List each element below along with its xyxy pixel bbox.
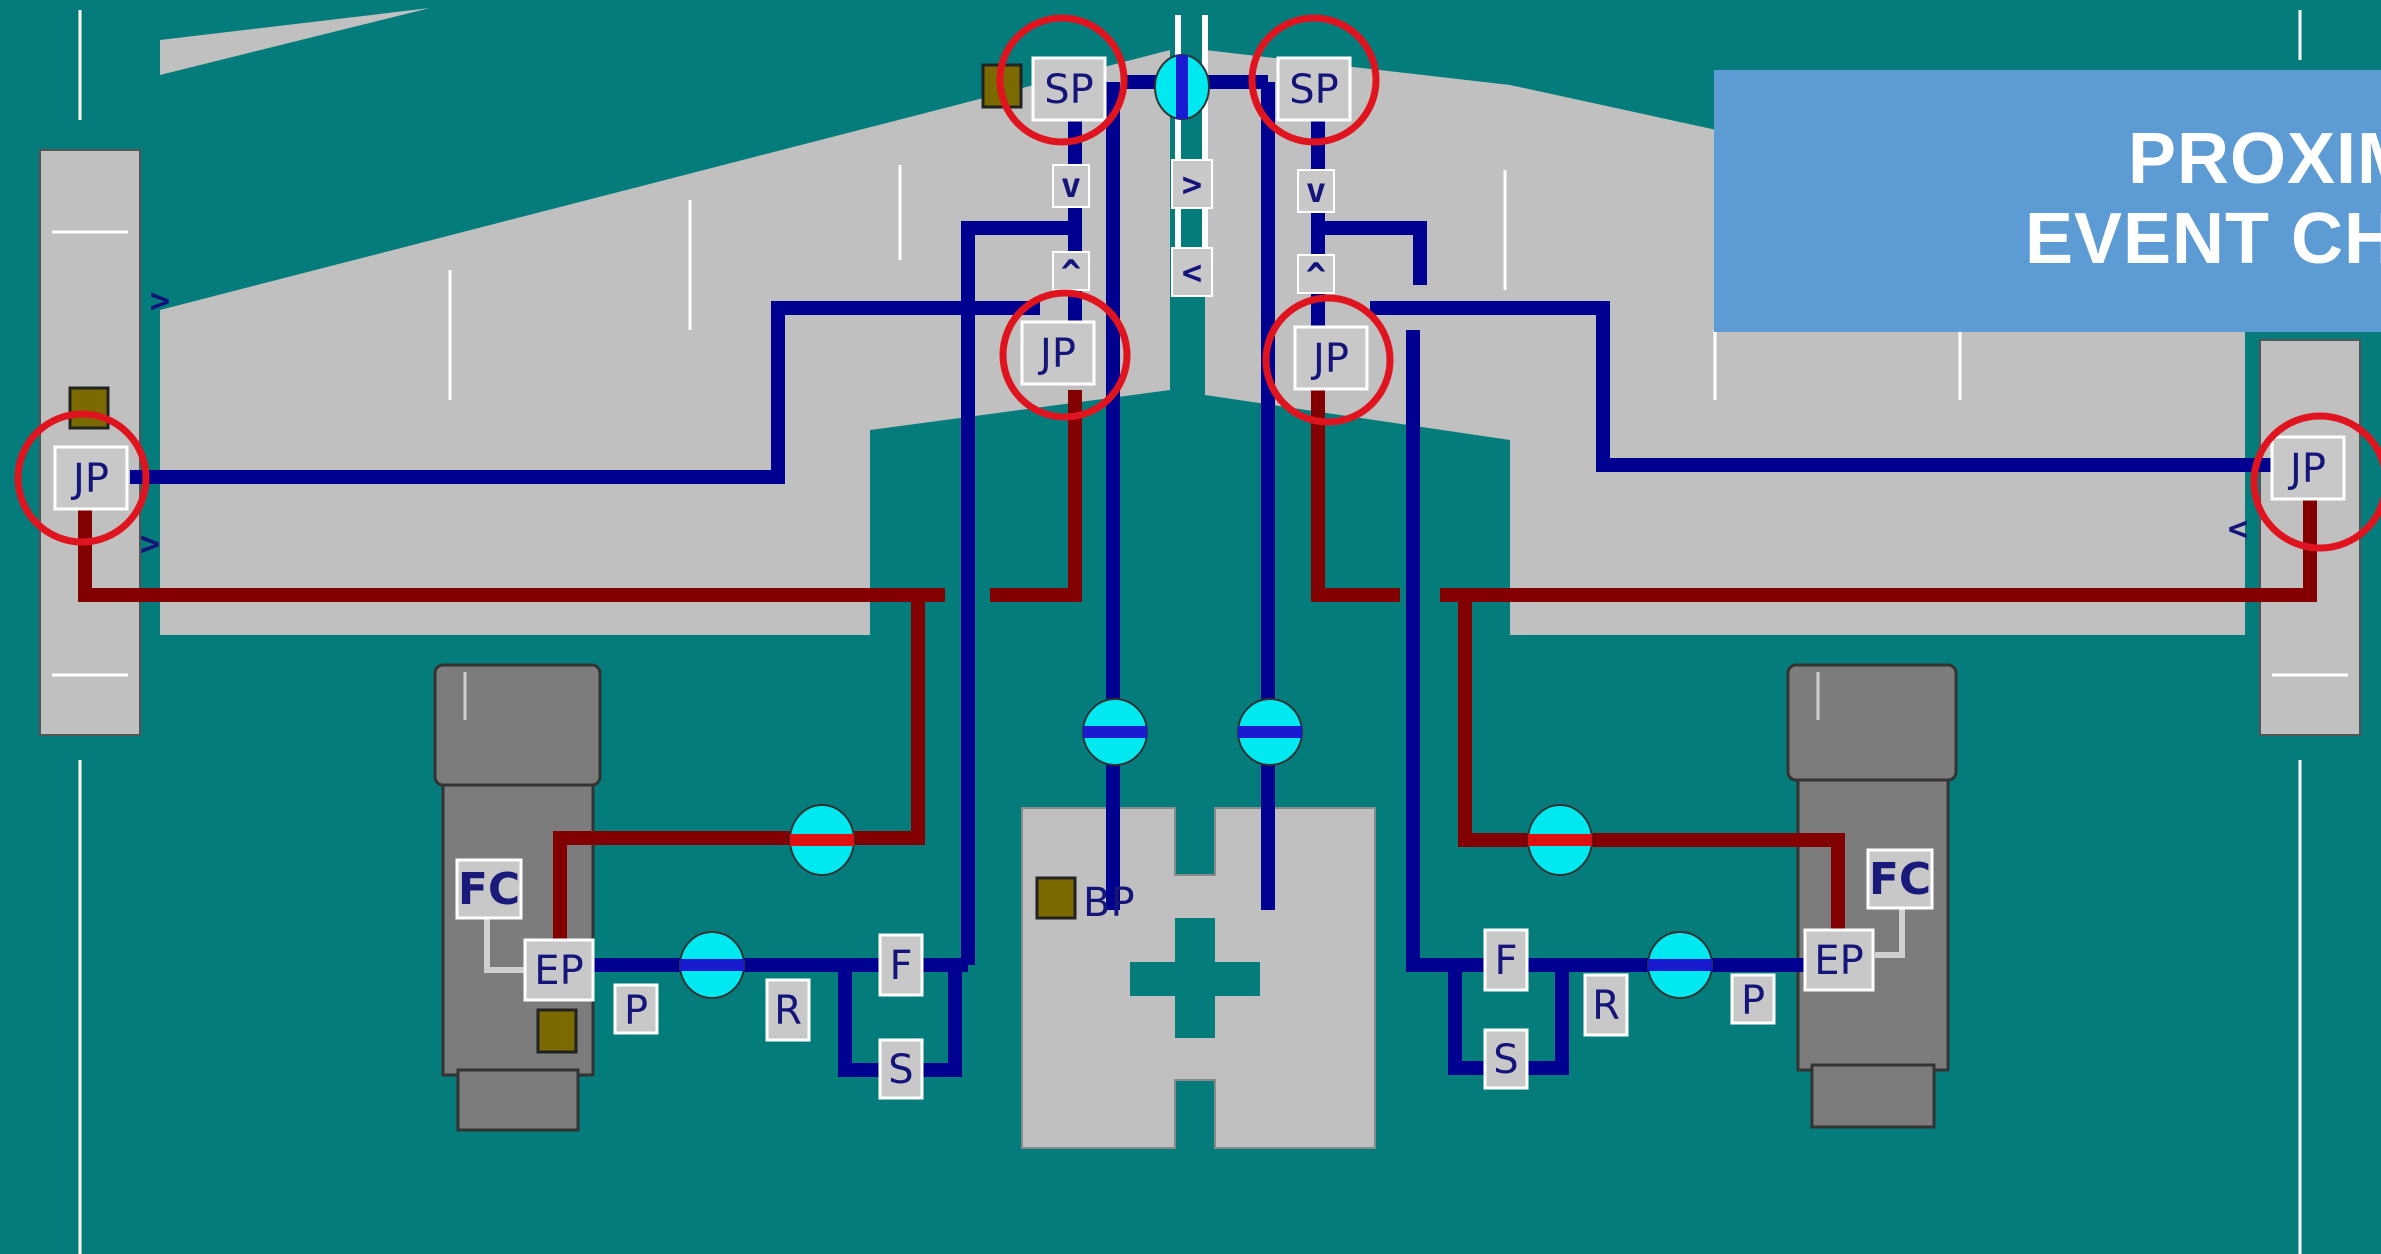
svg-text:JP: JP bbox=[1037, 331, 1076, 377]
valve-right-pressure[interactable] bbox=[1647, 931, 1713, 999]
p-label-left[interactable]: P bbox=[613, 983, 659, 1035]
bp-label[interactable]: BP bbox=[1083, 880, 1135, 926]
svg-text:v: v bbox=[1306, 171, 1326, 211]
fuselage-block bbox=[1021, 807, 1376, 1149]
f-label-right[interactable]: F bbox=[1483, 928, 1529, 992]
svg-text:R: R bbox=[1592, 983, 1620, 1029]
s-label-right[interactable]: S bbox=[1483, 1028, 1529, 1090]
f-label-left[interactable]: F bbox=[878, 933, 924, 997]
crossfeed-right-arrow[interactable]: > bbox=[1171, 159, 1213, 209]
svg-text:>: > bbox=[140, 524, 160, 564]
svg-text:<: < bbox=[2228, 509, 2248, 549]
check-valve-down-left[interactable]: v bbox=[1052, 164, 1090, 208]
sp-pump-left[interactable]: SP bbox=[1031, 56, 1107, 122]
jp-pump-right-wingtip[interactable]: JP bbox=[2270, 435, 2346, 501]
indicator-ep-left bbox=[536, 1008, 578, 1054]
jp-pump-left-center[interactable]: JP bbox=[1020, 320, 1096, 386]
title-banner: PROXIMA EVENT CHAI bbox=[1714, 70, 2381, 332]
valve-left-pressure[interactable] bbox=[679, 931, 745, 999]
r-label-right[interactable]: R bbox=[1583, 973, 1629, 1037]
check-valve-up-left[interactable]: ^ bbox=[1052, 251, 1090, 293]
jp-pump-right-center[interactable]: JP bbox=[1293, 325, 1369, 391]
ep-pump-left[interactable]: EP bbox=[523, 938, 595, 1002]
p-label-right[interactable]: P bbox=[1730, 973, 1776, 1025]
left-wingtip-arrow-bottom: > bbox=[140, 524, 160, 564]
highlight-ring-jp-right-wingtip bbox=[2250, 412, 2381, 552]
crossfeed-left-arrow[interactable]: < bbox=[1171, 247, 1213, 297]
left-wingtip-panel bbox=[39, 149, 141, 736]
highlight-ring-sp-right bbox=[1248, 14, 1380, 146]
svg-text:P: P bbox=[624, 988, 648, 1034]
svg-text:SP: SP bbox=[1044, 67, 1094, 113]
svg-text:F: F bbox=[889, 943, 912, 989]
svg-text:S: S bbox=[888, 1047, 913, 1093]
fc-right[interactable]: FC bbox=[1866, 848, 1934, 910]
banner-line-1: PROXIMA bbox=[2127, 119, 2381, 199]
highlight-ring-jp-left-wingtip bbox=[14, 410, 150, 546]
highlight-ring-sp-left bbox=[996, 14, 1128, 146]
svg-text:F: F bbox=[1494, 938, 1517, 984]
indicator-jp-left bbox=[68, 386, 110, 430]
right-wingtip-arrow: < bbox=[2228, 509, 2248, 549]
svg-text:<: < bbox=[1182, 253, 1202, 293]
fc-left[interactable]: FC bbox=[455, 858, 523, 920]
svg-text:v: v bbox=[1061, 166, 1081, 206]
svg-text:BP: BP bbox=[1083, 880, 1135, 926]
svg-text:EP: EP bbox=[1814, 938, 1863, 984]
svg-text:R: R bbox=[774, 988, 802, 1034]
svg-text:>: > bbox=[1182, 165, 1202, 205]
banner-line-2: EVENT CHAI bbox=[2024, 199, 2381, 279]
svg-text:JP: JP bbox=[70, 456, 109, 502]
ep-pump-right[interactable]: EP bbox=[1803, 928, 1875, 992]
valve-left-return[interactable] bbox=[789, 804, 855, 876]
valve-right-return[interactable] bbox=[1527, 804, 1593, 876]
svg-text:^: ^ bbox=[1306, 256, 1326, 296]
highlight-ring-jp-left-center bbox=[999, 289, 1131, 421]
valve-right-fuselage[interactable] bbox=[1237, 698, 1303, 766]
svg-text:S: S bbox=[1493, 1037, 1518, 1083]
svg-text:>: > bbox=[150, 281, 170, 321]
check-valve-down-right[interactable]: v bbox=[1297, 169, 1335, 213]
s-label-left[interactable]: S bbox=[878, 1038, 924, 1100]
svg-text:FC: FC bbox=[458, 864, 520, 915]
highlight-rings bbox=[14, 14, 2381, 552]
highlight-ring-jp-right-center bbox=[1262, 294, 1394, 426]
svg-text:JP: JP bbox=[2287, 446, 2326, 492]
svg-text:SP: SP bbox=[1289, 67, 1339, 113]
left-wingtip-arrow-top: > bbox=[150, 281, 170, 321]
svg-text:^: ^ bbox=[1061, 253, 1081, 293]
indicator-bp bbox=[1035, 876, 1077, 920]
svg-text:P: P bbox=[1741, 978, 1765, 1024]
right-engine bbox=[1786, 663, 1958, 1129]
jp-pump-left-wingtip[interactable]: JP bbox=[53, 445, 129, 511]
left-wing bbox=[160, 8, 1170, 635]
svg-text:EP: EP bbox=[534, 948, 583, 994]
svg-text:JP: JP bbox=[1310, 336, 1349, 382]
sp-pump-right[interactable]: SP bbox=[1276, 56, 1352, 122]
valve-left-fuselage[interactable] bbox=[1082, 698, 1148, 766]
red-hydraulic-lines bbox=[78, 390, 2317, 965]
svg-text:FC: FC bbox=[1869, 854, 1931, 905]
valve-top-center[interactable] bbox=[1154, 54, 1210, 120]
check-valve-up-right[interactable]: ^ bbox=[1297, 254, 1335, 296]
r-label-left[interactable]: R bbox=[765, 978, 811, 1042]
